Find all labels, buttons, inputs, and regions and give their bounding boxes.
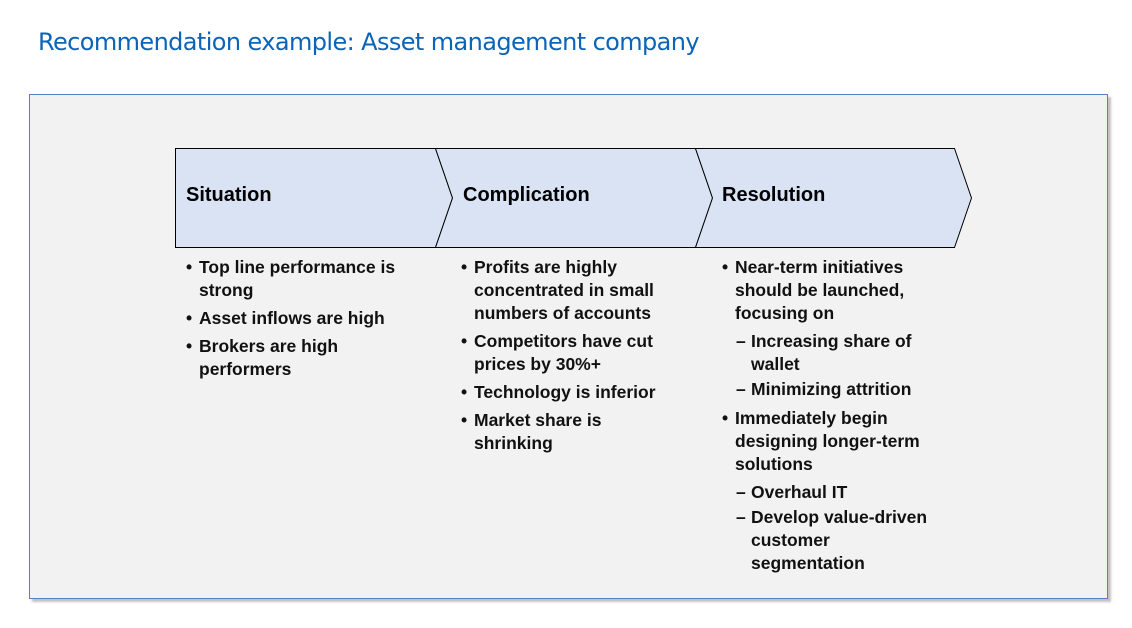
stage-label-complication: Complication (463, 184, 590, 206)
sub-list-item: Overhaul IT (722, 481, 948, 504)
list-item: Profits are highly concentrated in small… (461, 256, 683, 325)
complication-column: Profits are highly concentrated in small… (461, 256, 683, 460)
stage-label-resolution: Resolution (722, 184, 826, 206)
list-item: Near-term initiatives should be launched… (722, 256, 948, 325)
list-item: Competitors have cut prices by 30%+ (461, 330, 683, 376)
sub-list-item: Minimizing attrition (722, 378, 948, 401)
list-item: Immediately begin designing longer-term … (722, 407, 948, 476)
complication-list: Profits are highly concentrated in small… (461, 256, 683, 455)
list-item: Technology is inferior (461, 381, 683, 404)
situation-column: Top line performance is strong Asset inf… (186, 256, 426, 386)
sub-list-item: Develop value-driven customer segmentati… (722, 506, 948, 575)
slide-title: Recommendation example: Asset management… (38, 28, 700, 56)
list-item: Asset inflows are high (186, 307, 426, 330)
resolution-list: Near-term initiatives should be launched… (722, 256, 948, 575)
resolution-column: Near-term initiatives should be launched… (722, 256, 948, 577)
list-item: Market share is shrinking (461, 409, 683, 455)
sub-list-item: Increasing share of wallet (722, 330, 948, 376)
situation-list: Top line performance is strong Asset inf… (186, 256, 426, 381)
stage-label-situation: Situation (186, 184, 272, 206)
list-item: Brokers are high performers (186, 335, 426, 381)
list-item: Top line performance is strong (186, 256, 426, 302)
